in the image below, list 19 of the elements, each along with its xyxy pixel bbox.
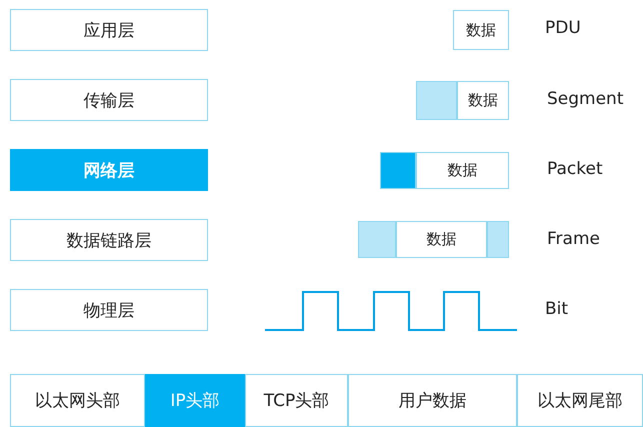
layer-box: 数据链路层 bbox=[10, 219, 208, 261]
header-field: 以太网头部 bbox=[10, 374, 145, 427]
trailer-field: 以太网尾部 bbox=[517, 374, 643, 427]
pdu-label: Frame bbox=[547, 229, 600, 249]
pdu-label: Bit bbox=[545, 299, 568, 319]
header-field: TCP头部 bbox=[245, 374, 348, 427]
header-field: IP头部 bbox=[145, 374, 245, 427]
data-block: 数据 bbox=[396, 221, 487, 258]
data-block: 数据 bbox=[457, 81, 509, 120]
layer-box: 网络层 bbox=[10, 149, 208, 191]
pdu-label: Segment bbox=[547, 89, 624, 109]
layer-box: 传输层 bbox=[10, 79, 208, 121]
payload-field: 用户数据 bbox=[348, 374, 517, 427]
pdu-label: Packet bbox=[547, 159, 603, 179]
layer-box: 物理层 bbox=[10, 289, 208, 331]
pdu-label: PDU bbox=[545, 18, 581, 38]
layer-box: 应用层 bbox=[10, 9, 208, 51]
data-block: 数据 bbox=[453, 10, 509, 50]
data-block: 数据 bbox=[416, 152, 509, 189]
